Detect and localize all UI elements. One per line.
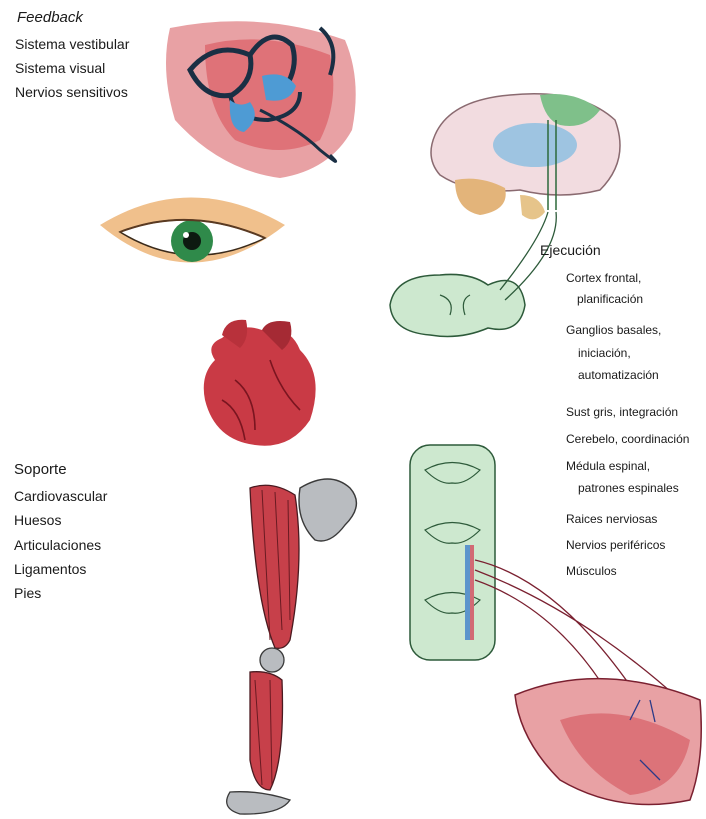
feedback-item: Sistema visual: [15, 61, 105, 75]
feedback-item: Sistema vestibular: [15, 37, 129, 51]
soporte-item: Ligamentos: [14, 562, 86, 576]
soporte-item: Huesos: [14, 513, 61, 527]
soporte-item: Pies: [14, 586, 41, 600]
soporte-item: Articulaciones: [14, 538, 101, 552]
ejecucion-item: Cortex frontal,: [566, 272, 641, 284]
ejecucion-item: Sust gris, integración: [566, 406, 678, 418]
soporte-item: Cardiovascular: [14, 489, 107, 503]
feedback-item: Nervios sensitivos: [15, 85, 128, 99]
ejecucion-item-detail: iniciación,: [578, 347, 631, 359]
ejecucion-item-detail: planificación: [577, 293, 643, 305]
ejecucion-item: Nervios periféricos: [566, 539, 665, 551]
soporte-title: Soporte: [14, 462, 67, 477]
ejecucion-item: Médula espinal,: [566, 460, 650, 472]
ejecucion-item: Cerebelo, coordinación: [566, 433, 689, 445]
ejecucion-item-detail: automatización: [578, 369, 659, 381]
feedback-title: Feedback: [17, 10, 83, 25]
ejecucion-item: Raices nerviosas: [566, 513, 657, 525]
ejecucion-item: Músculos: [566, 565, 617, 577]
ejecucion-item: Ganglios basales,: [566, 324, 661, 336]
ejecucion-item-detail: patrones espinales: [578, 482, 679, 494]
ejecucion-title: Ejecución: [540, 243, 601, 257]
